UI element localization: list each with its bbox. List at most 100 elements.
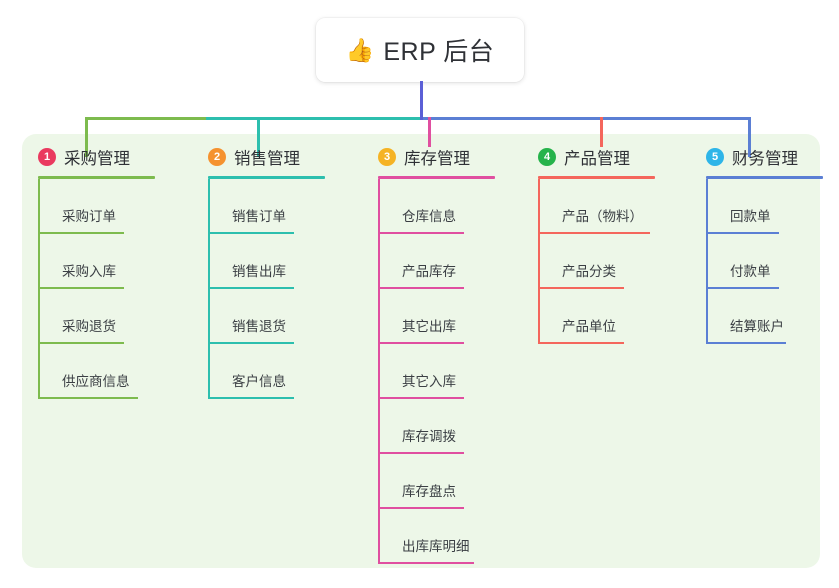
bus-green [85, 117, 206, 120]
list-item-rule [378, 342, 464, 344]
list-item-rule [208, 232, 294, 234]
list-item-rule [208, 287, 294, 289]
list-item-rule [38, 287, 124, 289]
column-header-rule [538, 176, 655, 179]
list-item-label: 客户信息 [232, 374, 286, 389]
column-title: 产品管理 [564, 150, 630, 168]
root-node-title: ERP 后台 [383, 38, 495, 66]
column-spine [706, 179, 708, 344]
list-item[interactable]: 销售出库 [208, 234, 294, 289]
list-item[interactable]: 结算账户 [706, 289, 786, 344]
number-badge-3: 3 [378, 148, 396, 166]
list-item[interactable]: 采购入库 [38, 234, 124, 289]
list-item-label: 产品（物料） [562, 209, 643, 224]
list-item[interactable]: 库存盘点 [378, 454, 464, 509]
bus-teal [206, 117, 420, 120]
list-item[interactable]: 产品单位 [538, 289, 624, 344]
list-item-rule [378, 562, 474, 564]
drop-col-5 [748, 117, 751, 157]
column-spine [378, 179, 380, 564]
list-item[interactable]: 回款单 [706, 179, 779, 234]
list-item[interactable]: 付款单 [706, 234, 779, 289]
list-item-label: 供应商信息 [62, 374, 130, 389]
list-item-label: 销售出库 [232, 264, 286, 279]
bus-blue [420, 117, 750, 120]
list-item-rule [378, 287, 464, 289]
list-item[interactable]: 出库库明细 [378, 509, 474, 564]
list-item-label: 采购入库 [62, 264, 116, 279]
list-item-rule [706, 287, 779, 289]
list-item-label: 采购订单 [62, 209, 116, 224]
list-item[interactable]: 采购退货 [38, 289, 124, 344]
list-item-label: 出库库明细 [402, 539, 470, 554]
number-badge-2: 2 [208, 148, 226, 166]
list-item[interactable]: 产品分类 [538, 234, 624, 289]
list-item-rule [378, 507, 464, 509]
list-item-label: 结算账户 [730, 319, 784, 334]
list-item-label: 产品库存 [402, 264, 456, 279]
list-item-rule [38, 342, 124, 344]
column-title: 财务管理 [732, 150, 798, 168]
column-库存管理: 3 库存管理仓库信息产品库存其它出库其它入库库存调拨库存盘点出库库明细 [378, 144, 495, 564]
column-产品管理: 4 产品管理产品（物料） 产品分类产品单位 [538, 144, 655, 344]
number-badge-1: 1 [38, 148, 56, 166]
list-item-label: 其它出库 [402, 319, 456, 334]
list-item-rule [706, 232, 779, 234]
column-header-rule [706, 176, 823, 179]
number-badge-4: 4 [538, 148, 556, 166]
list-item[interactable]: 销售订单 [208, 179, 294, 234]
list-item-label: 销售订单 [232, 209, 286, 224]
column-header-4[interactable]: 4 产品管理 [538, 144, 630, 170]
list-item-label: 其它入库 [402, 374, 456, 389]
list-item-label: 仓库信息 [402, 209, 456, 224]
list-item-rule [208, 397, 294, 399]
list-item[interactable]: 采购订单 [38, 179, 124, 234]
number-badge-5: 5 [706, 148, 724, 166]
drop-col-3 [428, 117, 431, 147]
column-header-5[interactable]: 5 财务管理 [706, 144, 798, 170]
list-item-rule [378, 397, 464, 399]
drop-root [420, 81, 423, 120]
list-item-label: 库存盘点 [402, 484, 456, 499]
drop-col-2 [257, 117, 260, 157]
column-header-3[interactable]: 3 库存管理 [378, 144, 470, 170]
list-item[interactable]: 供应商信息 [38, 344, 138, 399]
list-item-rule [538, 342, 624, 344]
column-采购管理: 1 采购管理采购订单采购入库采购退货供应商信息 [38, 144, 155, 399]
column-header-rule [38, 176, 155, 179]
diagram-panel [22, 134, 820, 568]
drop-col-4 [600, 117, 603, 147]
list-item[interactable]: 仓库信息 [378, 179, 464, 234]
list-item-rule [538, 287, 624, 289]
list-item-label: 库存调拨 [402, 429, 456, 444]
list-item-rule [706, 342, 786, 344]
list-item[interactable]: 销售退货 [208, 289, 294, 344]
list-item-label: 回款单 [730, 209, 771, 224]
drop-col-1 [85, 117, 88, 157]
column-title: 库存管理 [404, 150, 470, 168]
list-item[interactable]: 其它出库 [378, 289, 464, 344]
list-item[interactable]: 产品（物料） [538, 179, 650, 234]
column-header-rule [378, 176, 495, 179]
list-item-rule [378, 452, 464, 454]
list-item-rule [38, 232, 124, 234]
column-title: 采购管理 [64, 150, 130, 168]
list-item[interactable]: 其它入库 [378, 344, 464, 399]
list-item-label: 销售退货 [232, 319, 286, 334]
list-item-rule [208, 342, 294, 344]
column-header-1[interactable]: 1 采购管理 [38, 144, 130, 170]
list-item-rule [378, 232, 464, 234]
list-item-rule [538, 232, 650, 234]
column-财务管理: 5 财务管理回款单付款单结算账户 [706, 144, 823, 344]
list-item[interactable]: 客户信息 [208, 344, 294, 399]
column-spine [38, 179, 40, 399]
list-item[interactable]: 产品库存 [378, 234, 464, 289]
list-item-label: 产品分类 [562, 264, 616, 279]
list-item-label: 产品单位 [562, 319, 616, 334]
thumbs-up-icon: 👍 [345, 36, 375, 63]
root-node-erp-backend[interactable]: 👍 ERP 后台 [316, 18, 524, 82]
list-item[interactable]: 库存调拨 [378, 399, 464, 454]
